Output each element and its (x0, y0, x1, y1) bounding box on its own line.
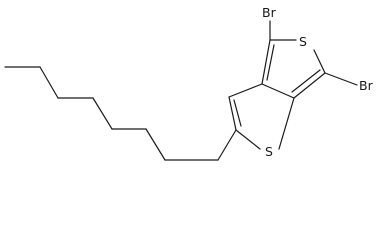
chain-bond (145, 128, 166, 161)
br-right-bond (324, 72, 358, 86)
molecule-diagram: Br Br S S (4, 5, 374, 161)
chain-to-ring-bond (217, 129, 237, 161)
ring-bond-to-s (235, 129, 261, 150)
ring-bond (228, 96, 237, 131)
upper-thiophene-ring (261, 39, 326, 99)
sulfur-upper-label: S (299, 34, 307, 49)
sulfur-lower-label: S (265, 144, 273, 159)
ring-double-bond (233, 99, 242, 127)
chain-bond (92, 97, 113, 130)
bromine-top-label: Br (262, 5, 277, 20)
ring-bond-to-s (313, 49, 326, 74)
ring-bond-to-s (278, 97, 295, 150)
ring-bond (228, 83, 263, 98)
ring-bond (261, 39, 271, 85)
lower-thiophene-ring (228, 83, 295, 150)
chain-bond (39, 66, 59, 99)
ring-double-bond (291, 69, 321, 93)
bromine-right-label: Br (359, 78, 374, 93)
structure-canvas: Br Br S S (4, 5, 374, 161)
octyl-chain (4, 66, 237, 161)
ring-double-bond (266, 44, 275, 81)
fused-bond (261, 83, 295, 99)
ring-bond (293, 72, 326, 99)
